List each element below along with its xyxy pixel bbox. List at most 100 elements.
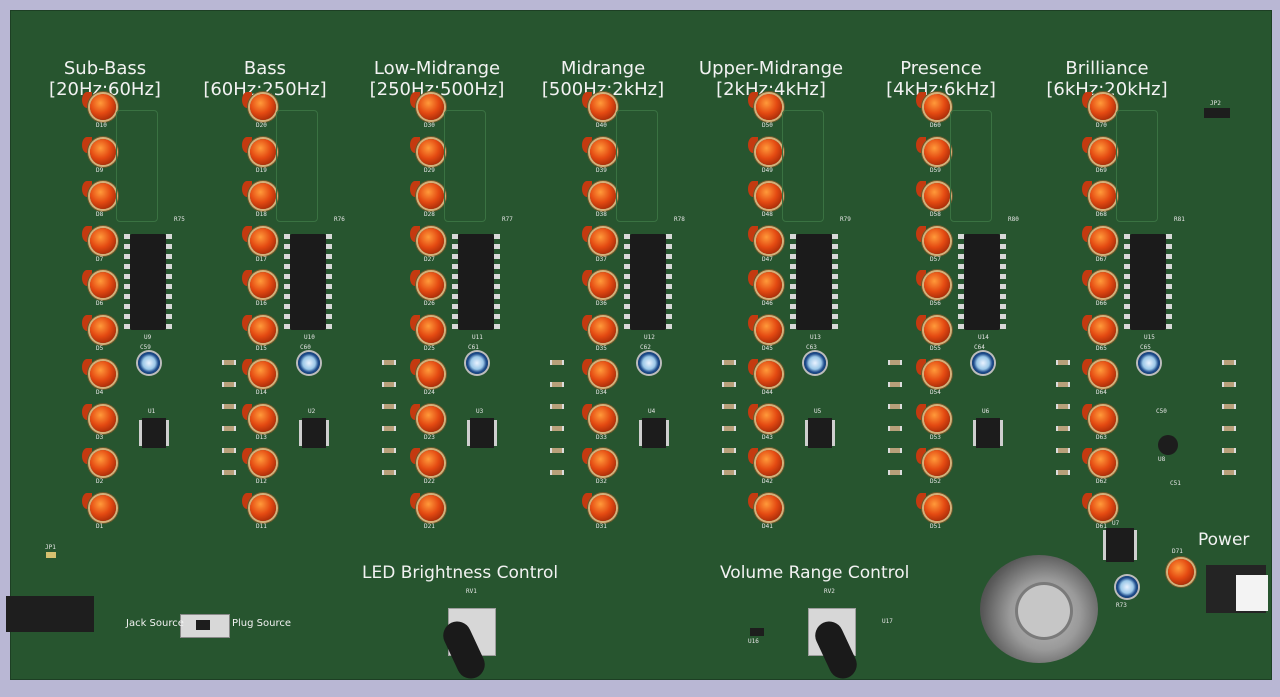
band-range: [2kHz:4kHz] [716,79,826,100]
power-label: Power [1198,530,1250,550]
led-d42 [756,450,782,476]
resistor-ref: R76 [334,216,345,223]
smd-part [1056,448,1070,453]
soic-ref: U3 [476,408,484,415]
led-d54 [924,361,950,387]
smd-part [550,448,564,453]
pcb-trace [616,110,658,222]
smd-part [1222,426,1236,431]
led-d4 [90,361,116,387]
led-d59 [924,138,950,165]
smd-part [1222,404,1236,409]
pcb-trace [276,110,318,222]
jp1-pad [46,552,56,558]
chip-pins-right [166,234,172,330]
led-ref: D30 [424,122,435,129]
u8-ref: U8 [1158,456,1166,463]
led-lead [1082,492,1092,509]
smd-part [222,382,236,387]
led-lead [410,403,420,420]
dip-chip-u13 [790,234,838,330]
led-lead [916,181,926,197]
chip-pins-left [790,234,796,330]
led-ref: D61 [1096,522,1107,530]
led-lead [582,403,592,420]
led-lead [748,270,758,286]
led-lead [242,314,252,331]
led-d44 [756,361,782,387]
u7-ref: U7 [1112,520,1120,527]
led-lead [916,359,926,375]
led-d16 [250,272,276,298]
led-lead [748,492,758,509]
electrolytic-capacitor [972,352,994,374]
resistor-ref: R75 [174,216,185,223]
led-d32 [590,450,616,476]
led-d26 [418,272,444,298]
led-d29 [418,138,444,165]
led-ref: D23 [424,433,435,441]
led-lead [748,225,758,242]
led-d14 [250,361,276,387]
u17-ref: U17 [882,618,893,625]
jp1-ref: JP1 [45,544,56,551]
band-range: [4kHz:6kHz] [886,79,996,100]
led-ref: D2 [96,478,104,485]
led-lead [916,448,926,464]
pcb-trace [782,110,824,222]
led-ref: D29 [424,166,435,174]
led-ref: D6 [96,300,104,307]
band-name: Bass [243,58,287,79]
led-ref: D17 [256,255,267,263]
led-d68 [1090,183,1116,209]
led-d5 [90,316,116,343]
led-lead [410,225,420,242]
capacitor-ref: C59 [140,344,151,351]
led-lead [82,314,92,331]
led-ref: D9 [96,166,104,174]
source-switch-lever[interactable] [196,620,210,630]
electrolytic-capacitor [298,352,320,374]
audio-jack[interactable] [6,596,94,632]
led-lead [1082,359,1092,375]
band-range: [20Hz:60Hz] [49,79,161,100]
resistor-ref: R77 [502,216,513,223]
led-lead [1082,270,1092,286]
led-d50 [756,94,782,120]
smd-part [888,360,902,365]
led-d30 [418,94,444,120]
led-lead [410,492,420,509]
led-d15 [250,316,276,343]
soic-ref: U5 [814,408,822,415]
led-lead [82,403,92,420]
led-d13 [250,405,276,432]
led-lead [916,270,926,286]
led-ref: D10 [96,122,107,129]
smd-part [888,448,902,453]
electrolytic-capacitor [138,352,160,374]
led-ref: D42 [762,478,773,485]
led-ref: D33 [596,433,607,441]
led-lead [1082,225,1092,242]
soic-ref: U1 [148,408,156,415]
led-d45 [756,316,782,343]
led-ref: D13 [256,433,267,441]
rv1-ref: RV1 [466,588,477,595]
smd-part [222,426,236,431]
led-ref: D39 [596,166,607,174]
led-d64 [1090,361,1116,387]
chip-pins-left [624,234,630,330]
smd-part [888,382,902,387]
led-lead [410,314,420,331]
led-ref: D47 [762,255,773,263]
band-title-4: Upper-Midrange[2kHz:4kHz] [686,58,856,100]
led-lead [242,92,252,108]
led-ref: D55 [930,344,941,352]
led-ref: D59 [930,166,941,174]
power-knob-cap [1018,585,1070,637]
led-ref: D7 [96,255,104,263]
led-lead [1082,92,1092,108]
smd-part [1222,382,1236,387]
led-ref: D63 [1096,433,1107,441]
led-d19 [250,138,276,165]
